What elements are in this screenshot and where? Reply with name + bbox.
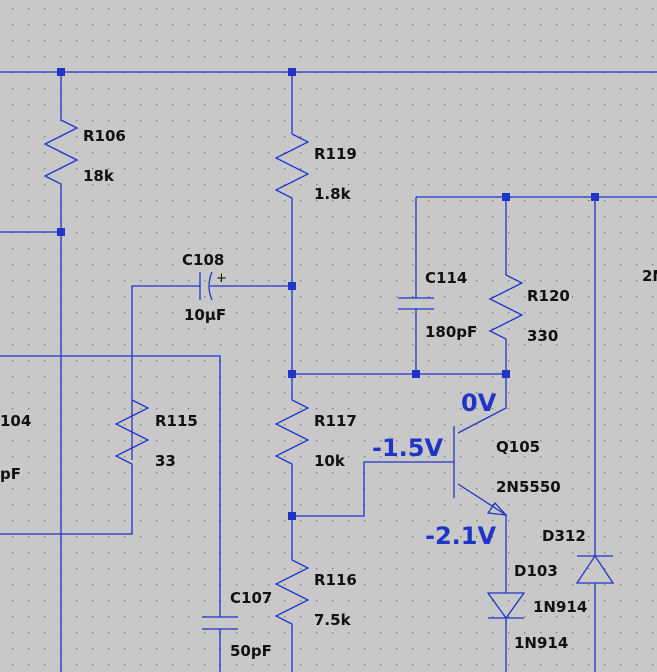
c108-ref-label: C108 <box>182 251 224 269</box>
d103-symbol[interactable] <box>486 592 526 620</box>
junction-dot <box>502 370 510 378</box>
r115-symbol[interactable] <box>114 399 150 470</box>
c108-wire <box>131 285 292 460</box>
voltage-annotations: 0V -1.5V -2.1V <box>372 389 497 550</box>
junction-dots <box>57 68 599 520</box>
q105-value-label: 2N5550 <box>496 478 561 496</box>
r106-ref-label: R106 <box>83 127 126 145</box>
q105-ref-label: Q105 <box>496 438 540 456</box>
c107-wire <box>0 355 221 672</box>
junction-dot <box>288 512 296 520</box>
r120-value-label: 330 <box>527 327 558 345</box>
r117-value-label: 10k <box>314 452 346 470</box>
emitter-voltage-label: -2.1V <box>425 522 496 550</box>
r117-symbol[interactable] <box>274 399 310 474</box>
c114-r120-wire <box>292 196 657 434</box>
c114-symbol[interactable] <box>398 297 434 310</box>
right-partial-ref-label: 2N <box>642 267 657 285</box>
c114-ref-label: C114 <box>425 269 467 287</box>
r119-value-label: 1.8k <box>314 185 352 203</box>
r106-left-wire <box>0 72 62 672</box>
c114-value-label: 180pF <box>425 323 477 341</box>
r115-wire <box>0 470 133 535</box>
junction-dot <box>288 282 296 290</box>
junction-dot <box>412 370 420 378</box>
d312-ref-label: D312 <box>542 527 586 545</box>
base-voltage-label: -1.5V <box>372 434 443 462</box>
junction-dot <box>57 228 65 236</box>
d103-value2-label: 1N914 <box>514 634 568 652</box>
left-partial-value-label: pF <box>0 465 21 483</box>
d103-value-label: 1N914 <box>533 598 587 616</box>
collector-voltage-label: 0V <box>461 389 497 417</box>
r106-value-label: 18k <box>83 167 115 185</box>
c108-symbol[interactable] <box>199 271 213 301</box>
left-partial-ref-label: 104 <box>0 412 31 430</box>
c107-symbol[interactable] <box>202 616 238 630</box>
junction-dot <box>288 370 296 378</box>
r106-symbol[interactable] <box>43 119 79 190</box>
c107-ref-label: C107 <box>230 589 272 607</box>
junction-dot <box>288 68 296 76</box>
component-labels: R106 18k R119 1.8k C108 + 10µF C114 180p… <box>0 127 657 660</box>
r117-ref-label: R117 <box>314 412 357 430</box>
junction-dot <box>502 193 510 201</box>
junction-dot <box>591 193 599 201</box>
r116-symbol[interactable] <box>274 559 310 632</box>
r116-ref-label: R116 <box>314 571 357 589</box>
r119-symbol[interactable] <box>274 133 310 206</box>
junction-dot <box>57 68 65 76</box>
c108-polarity-label: + <box>216 271 227 286</box>
d103-ref-label: D103 <box>514 562 558 580</box>
r119-ref-label: R119 <box>314 145 357 163</box>
wires <box>0 71 657 672</box>
c107-value-label: 50pF <box>230 642 272 660</box>
r116-value-label: 7.5k <box>314 611 352 629</box>
d312-symbol[interactable] <box>575 554 615 584</box>
r115-ref-label: R115 <box>155 412 198 430</box>
r115-value-label: 33 <box>155 452 176 470</box>
r120-ref-label: R120 <box>527 287 570 305</box>
r120-symbol[interactable] <box>488 274 524 348</box>
c108-value-label: 10µF <box>184 306 226 324</box>
q105-symbol[interactable] <box>453 426 508 516</box>
